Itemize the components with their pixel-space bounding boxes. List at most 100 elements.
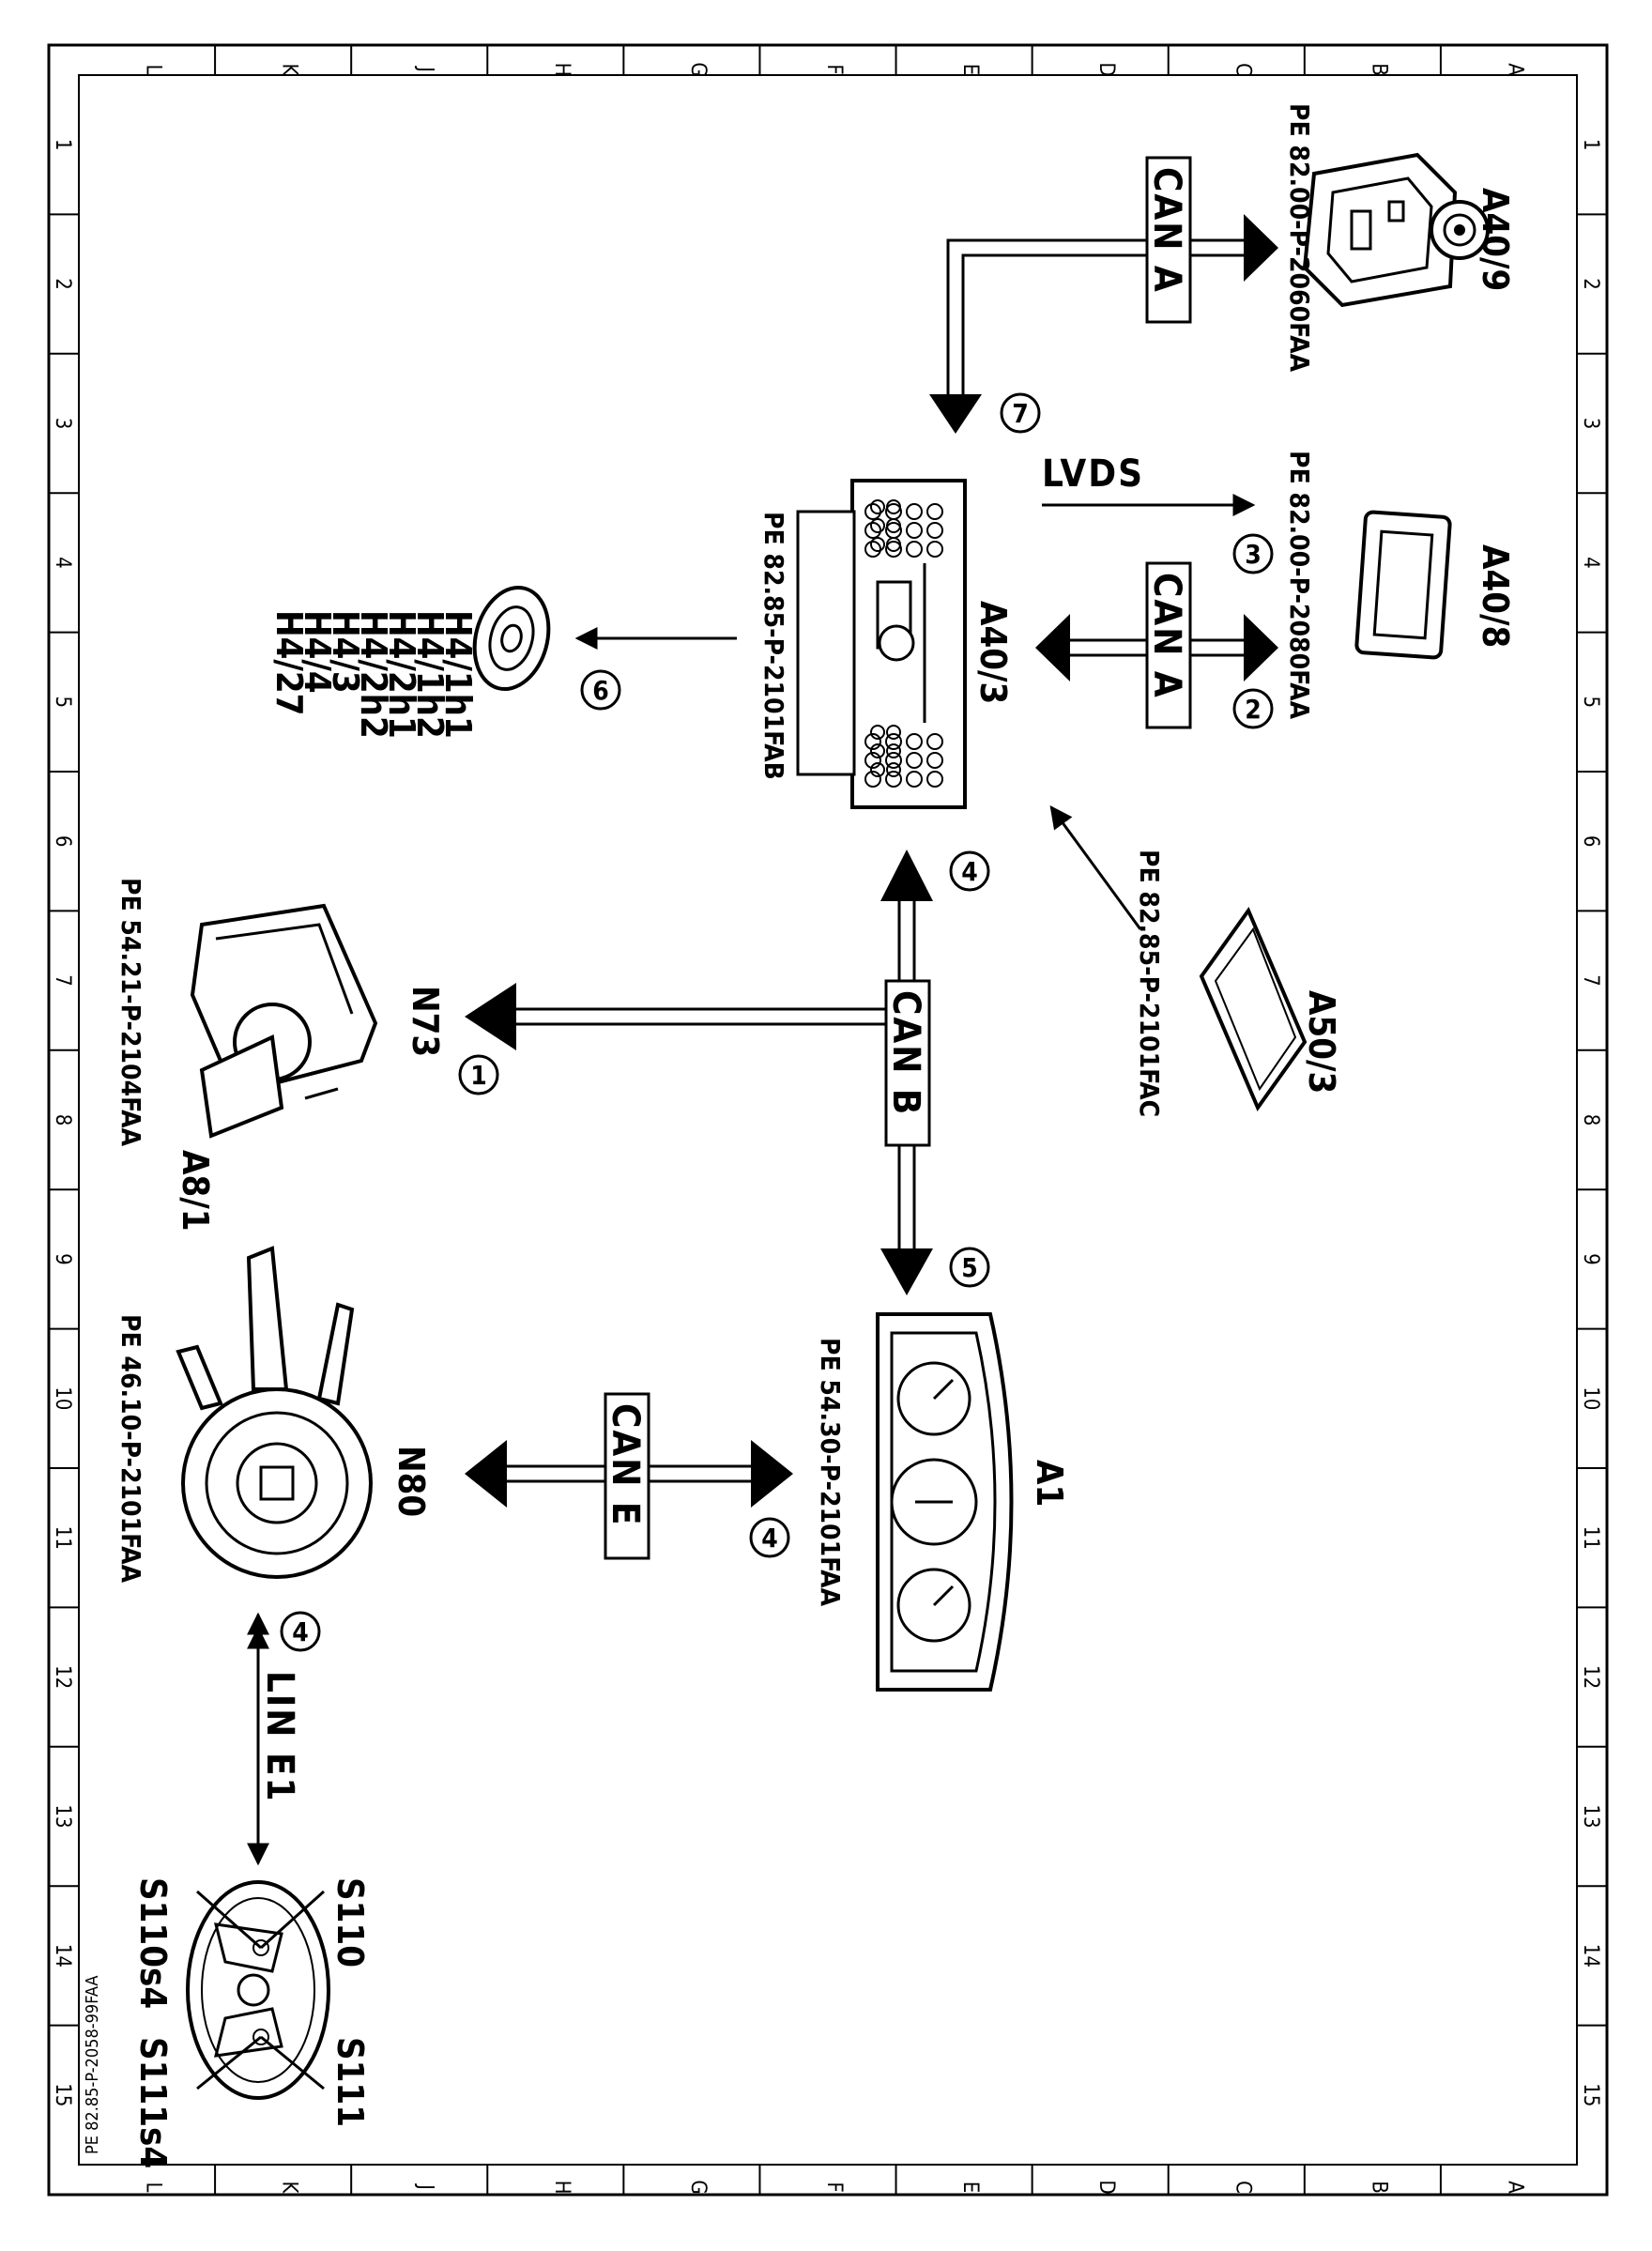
head-unit-button: [885, 771, 902, 788]
callout-4-cane: 4: [749, 1517, 790, 1558]
grid-letter-g-bottom: G: [686, 2180, 710, 2194]
bus-label-can-a-top: CAN A: [1145, 156, 1192, 324]
svg-text:4: 4: [961, 856, 978, 887]
head-unit-button: [864, 522, 881, 539]
n80-label: N80: [390, 1446, 432, 1517]
callout-4-canb: 4: [949, 850, 990, 892]
a8-1-ref: PE 54.21-P-2104FAA: [115, 878, 146, 1147]
a40-8-ref: PE 82.00-P-2080FAA: [1284, 451, 1315, 720]
grid-letter-l-top: L: [142, 64, 165, 74]
callout-3: 3: [1232, 533, 1274, 574]
grid-letter-j-top: J: [414, 65, 437, 72]
grid-number-1-right: 1: [1579, 139, 1602, 151]
grid-letter-e-bottom: E: [958, 2182, 982, 2194]
grid-letter-d-bottom: D: [1094, 2180, 1118, 2194]
head-unit-button: [870, 762, 885, 777]
head-unit-button: [870, 537, 885, 552]
speaker-label: H4/1h2: [409, 610, 451, 739]
head-unit-button: [926, 503, 943, 520]
callout-5: 5: [949, 1247, 990, 1288]
callout-2: 2: [1232, 688, 1274, 729]
grid-letter-c-top: C: [1231, 63, 1254, 76]
bus-label-can-e: CAN E: [604, 1392, 650, 1560]
grid-number-8-left: 8: [51, 1114, 74, 1126]
head-unit-button: [926, 733, 943, 750]
grid-number-6-right: 6: [1579, 835, 1602, 848]
grid-number-2-right: 2: [1579, 278, 1602, 290]
grid-number-11-right: 11: [1579, 1526, 1602, 1550]
speaker-label: H4/2h2: [353, 610, 394, 739]
head-unit-button: [864, 503, 881, 520]
grid-letter-h-bottom: H: [550, 2181, 574, 2195]
head-unit-button: [885, 733, 902, 750]
a40-9-label: A40/9: [1475, 188, 1516, 291]
s111s4-label: S111s4: [132, 2037, 174, 2168]
head-unit-button: [885, 752, 902, 769]
speaker-label: H4/4: [297, 610, 338, 694]
grid-letter-h-top: H: [550, 63, 574, 77]
grid-number-1-left: 1: [51, 139, 74, 151]
a40-3-head-unit: [796, 479, 967, 809]
svg-text:6: 6: [592, 675, 609, 706]
grid-number-15-right: 15: [1579, 2083, 1602, 2106]
grid-letter-b-bottom: B: [1367, 2181, 1390, 2194]
grid-number-8-right: 8: [1579, 1114, 1602, 1126]
a8-1-label: A8/1: [175, 1150, 216, 1232]
head-unit-button: [906, 771, 923, 788]
a40-8-label: A40/8: [1475, 544, 1516, 648]
head-unit-button: [926, 522, 943, 539]
grid-letter-e-top: E: [958, 64, 982, 76]
grid-number-13-left: 13: [51, 1804, 74, 1828]
grid-number-4-right: 4: [1579, 557, 1602, 569]
head-unit-button: [906, 503, 923, 520]
a1-instrument-cluster: [876, 1312, 1014, 1692]
grid-number-11-left: 11: [51, 1526, 74, 1550]
outer-frame: [47, 43, 1609, 2197]
svg-text:CAN A: CAN A: [1145, 573, 1188, 699]
inner-frame: [78, 74, 1578, 2166]
a1-ref: PE 54.30-P-2101FAA: [815, 1338, 846, 1607]
grid-letter-g-top: G: [686, 62, 710, 76]
svg-text:5: 5: [961, 1252, 978, 1283]
head-unit-button: [885, 541, 902, 558]
grid-ticks: [49, 45, 1607, 2195]
grid-number-13-right: 13: [1579, 1804, 1602, 1828]
a50-3-module: [1199, 906, 1308, 1112]
head-unit-button: [885, 522, 902, 539]
s110-label: S110: [329, 1877, 371, 1968]
n80-ref: PE 46.10-P-2101FAA: [115, 1314, 146, 1584]
bus-label-can-b: CAN B: [884, 979, 931, 1147]
head-unit-button: [864, 541, 881, 558]
grid-number-12-left: 12: [51, 1665, 74, 1689]
speaker-label: H4/2h1: [381, 610, 422, 739]
grid-number-7-right: 7: [1579, 974, 1602, 987]
head-unit-button: [926, 541, 943, 558]
bus-label-lvds: LVDS: [1042, 452, 1144, 496]
head-unit-button: [906, 522, 923, 539]
bus-label-lin-e1: LIN E1: [258, 1671, 301, 1803]
grid-letter-a-bottom: A: [1503, 2181, 1526, 2194]
grid-number-14-left: 14: [51, 1944, 74, 1968]
head-unit-button: [864, 771, 881, 788]
grid-number-15-left: 15: [51, 2083, 74, 2106]
callout-1: 1: [458, 1054, 499, 1095]
svg-text:CAN B: CAN B: [884, 990, 927, 1116]
bus-label-can-a-mid: CAN A: [1145, 561, 1192, 729]
callout-4-lin: 4: [280, 1611, 321, 1652]
s110s4-label: S110s4: [132, 1877, 174, 2009]
grid-number-5-left: 5: [51, 697, 74, 709]
grid-number-9-left: 9: [51, 1253, 74, 1265]
head-unit-button: [864, 733, 881, 750]
n73-label: N73: [405, 986, 446, 1057]
head-unit-button: [906, 752, 923, 769]
grid-number-3-right: 3: [1579, 418, 1602, 430]
grid-letter-d-top: D: [1094, 62, 1118, 76]
a1-label: A1: [1029, 1460, 1070, 1507]
a40-8-display: [1354, 510, 1452, 660]
steering-wheel-switches: [186, 1880, 330, 2100]
head-unit-button: [886, 725, 901, 740]
grid-number-5-right: 5: [1579, 697, 1602, 709]
head-unit-button: [885, 503, 902, 520]
